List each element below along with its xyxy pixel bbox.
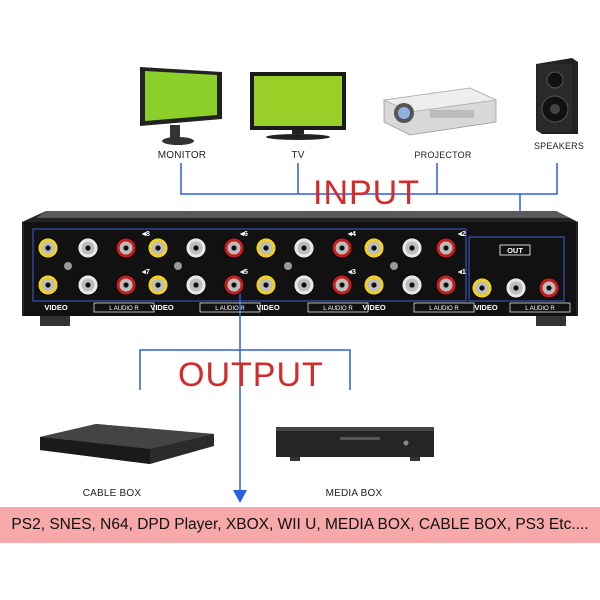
- rca-jack-top: [293, 237, 315, 259]
- rca-jack-out: [538, 277, 560, 299]
- audio-label-frame: [413, 302, 475, 313]
- rca-jack-out: [471, 277, 493, 299]
- audio-label: L AUDIO R: [429, 306, 459, 312]
- audio-label: L AUDIO R: [109, 306, 139, 312]
- channel-number: ◂6: [239, 229, 248, 238]
- rca-jack-bottom: [185, 274, 207, 296]
- output-title: OUTPUT: [178, 356, 324, 394]
- tv-icon: [250, 72, 346, 140]
- audio-label-frame: [199, 302, 261, 313]
- rca-jack-bottom: [37, 274, 59, 296]
- rca-jack-bottom: [435, 274, 457, 296]
- audio-label-frame: [93, 302, 155, 313]
- video-label: VIDEO: [150, 303, 174, 312]
- rca-jack-bottom: [293, 274, 315, 296]
- rca-jack-top: [255, 237, 277, 259]
- rca-jack-bottom: [223, 274, 245, 296]
- rca-jack-top: [37, 237, 59, 259]
- channel-number: ◂8: [141, 229, 150, 238]
- rca-jack-top: [435, 237, 457, 259]
- rca-jack-top: [401, 237, 423, 259]
- rca-jack-top: [223, 237, 245, 259]
- cable-box-label: CABLE BOX: [82, 488, 142, 499]
- output-arrow-head: [233, 490, 247, 503]
- output-connector-lines: [139, 280, 351, 492]
- rca-jack-out: [505, 277, 527, 299]
- rca-jack-bottom: [331, 274, 353, 296]
- rca-jack-top: [331, 237, 353, 259]
- speaker-icon: [536, 58, 578, 134]
- panel-screw: [64, 262, 72, 270]
- out-label: OUT: [507, 246, 523, 255]
- media-box-icon: [276, 427, 434, 461]
- monitor-icon: [140, 67, 222, 145]
- projector-icon: [382, 87, 498, 136]
- audio-label-frame: [509, 302, 571, 313]
- rca-jack-bottom: [255, 274, 277, 296]
- audio-label: L AUDIO R: [215, 306, 245, 312]
- rca-jack-top: [185, 237, 207, 259]
- input-title: INPUT: [313, 174, 420, 212]
- monitor-label: MONITOR: [157, 150, 207, 161]
- channel-number: ◂5: [239, 267, 248, 276]
- video-label: VIDEO: [44, 303, 68, 312]
- projector-label: PROJECTOR: [414, 150, 472, 160]
- rca-jack-bottom: [115, 274, 137, 296]
- panel-screw: [174, 262, 182, 270]
- audio-label-frame: [307, 302, 369, 313]
- footer-banner: [0, 507, 600, 543]
- panel-screw: [390, 262, 398, 270]
- rca-jack-top: [147, 237, 169, 259]
- video-label: VIDEO: [256, 303, 280, 312]
- cable-box-icon: [40, 424, 214, 464]
- channel-number: ◂7: [141, 267, 150, 276]
- rca-jack-bottom: [401, 274, 423, 296]
- channel-number: ◂4: [347, 229, 357, 238]
- compatible-devices-text: PS2, SNES, N64, DPD Player, XBOX, WII U,…: [11, 516, 589, 533]
- channel-number: ◂1: [457, 267, 466, 276]
- rca-jack-bottom: [147, 274, 169, 296]
- rca-jack-top: [115, 237, 137, 259]
- video-label: VIDEO: [474, 303, 498, 312]
- video-label: VIDEO: [362, 303, 386, 312]
- media-box-label: MEDIA BOX: [325, 488, 383, 499]
- tv-label: TV: [291, 150, 305, 161]
- out-label-frame: [499, 244, 531, 256]
- rca-jack-bottom: [363, 274, 385, 296]
- audio-label: L AUDIO R: [323, 306, 353, 312]
- audio-label: L AUDIO R: [525, 306, 555, 312]
- channel-number: ◂2: [457, 229, 466, 238]
- panel-screw: [284, 262, 292, 270]
- rca-jack-top: [77, 237, 99, 259]
- rca-jack-bottom: [77, 274, 99, 296]
- channel-number: ◂3: [347, 267, 356, 276]
- speakers-label: SPEAKERS: [533, 141, 585, 151]
- rca-jack-top: [363, 237, 385, 259]
